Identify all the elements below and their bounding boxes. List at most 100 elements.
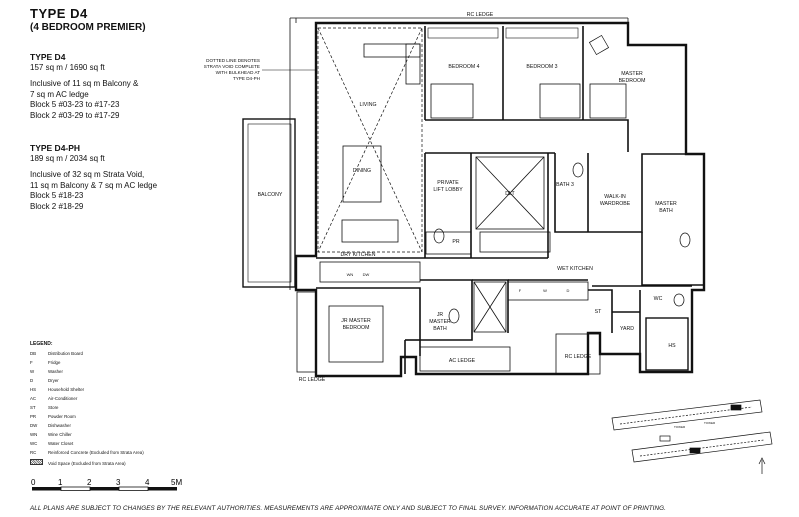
strata-void-outline — [317, 27, 423, 253]
counters — [319, 231, 589, 301]
interior-walls — [316, 26, 704, 374]
wardrobe — [427, 27, 499, 39]
dining-table — [342, 145, 382, 203]
scale-segment — [148, 487, 177, 491]
key-plan-block — [631, 431, 773, 463]
key-plan-units — [619, 406, 765, 457]
appliance-label-w: W — [543, 288, 547, 293]
room-label-pr: PR — [452, 239, 459, 245]
unit-d4ph-name: TYPE D4-PH — [30, 143, 81, 153]
household-shelter — [645, 317, 689, 371]
unit-d4ph-line: Inclusive of 32 sq m Strata Void, — [30, 170, 145, 179]
room-label-rc-ledge-mid: RC LEDGE — [565, 354, 592, 360]
key-plan — [611, 399, 773, 474]
room-label-ac-ledge: AC LEDGE — [449, 358, 476, 364]
sofa-side — [405, 43, 421, 85]
scale-bar-graphic: 0 1 2 3 4 5M — [31, 478, 182, 491]
room-label-jr-master-bath: JR — [437, 312, 444, 318]
unit-d4-line: Block 2 #03-29 to #17-29 — [30, 110, 120, 120]
room-label-jr-master-bedroom: JR MASTER — [341, 318, 371, 324]
scale-tick: 1 — [58, 478, 63, 487]
room-label-private-lift-lobby: LIFT LOBBY — [433, 187, 463, 193]
legend-title: LEGEND: — [30, 341, 53, 347]
room-label-dining: DINING — [353, 168, 371, 174]
disclaimer: ALL PLANS ARE SUBJECT TO CHANGES BY THE … — [30, 505, 667, 512]
room-label-jr-master-bath: BATH — [433, 326, 447, 332]
appliance-label-d: D — [567, 288, 570, 293]
balcony-outline — [242, 118, 296, 288]
void-note-line: WITH BULKHEAD AT — [216, 70, 261, 75]
room-label-dry-kitchen: DRY KITCHEN — [341, 252, 376, 258]
room-label-wet-kitchen: WET KITCHEN — [557, 266, 593, 272]
bed-jr-master — [328, 305, 384, 363]
room-label-master-bedroom: BEDROOM — [619, 78, 646, 84]
room-label-bedroom4: BEDROOM 4 — [448, 64, 479, 70]
void-note-line: TYPE D4-PH — [233, 76, 260, 81]
sofa — [363, 43, 421, 58]
void-space-swatch — [30, 459, 48, 466]
scale-bar: 0 1 2 3 4 5M — [30, 476, 190, 503]
unit-d4-area: 157 sq m / 1690 sq ft — [30, 62, 105, 72]
room-label-living: LIVING — [359, 102, 376, 108]
appliance-label-wn: WN — [347, 272, 354, 277]
bed-bedroom3 — [539, 83, 581, 119]
room-label-master-bedroom: MASTER — [621, 71, 643, 77]
key-plan-highlight — [689, 447, 701, 454]
room-label-walk-in-wardrobe: WARDROBE — [600, 201, 631, 207]
void-note-line: DOTTED LINE DENOTES — [206, 58, 260, 63]
room-label-private-lift-lobby: PRIVATE — [437, 180, 459, 186]
unit-d4ph-info: TYPE D4-PH 189 sq m / 2034 sq ft Inclusi… — [30, 143, 157, 212]
room-label-jr-master-bedroom: BEDROOM — [343, 325, 370, 331]
void-note-line: STRATA VOID COMPLETE — [204, 64, 260, 69]
unit-d4-info: TYPE D4 157 sq m / 1690 sq ft Inclusive … — [30, 52, 138, 121]
scale-segment — [32, 487, 61, 491]
plan-title: TYPE D4 — [30, 6, 88, 21]
unit-d4-line: Inclusive of 11 sq m Balcony & — [30, 79, 139, 88]
appliance-label-dw: DW — [363, 272, 370, 277]
room-label-bath3: BATH 3 — [556, 182, 574, 188]
key-plan-label: TOWER — [704, 421, 716, 425]
balcony-inner — [247, 123, 292, 283]
unit-d4-name: TYPE D4 — [30, 52, 66, 62]
room-label-dlt: DLT — [505, 191, 515, 197]
room-label-master-bath: MASTER — [655, 201, 677, 207]
wardrobe — [505, 27, 579, 39]
room-label-master-bath: BATH — [659, 208, 673, 214]
lift-shaft — [473, 156, 545, 333]
room-label-walk-in-wardrobe: WALK-IN — [604, 194, 626, 200]
appliance-label-f: F — [519, 288, 522, 293]
ac-ledge-outline — [419, 346, 511, 372]
room-label-wc: WC — [654, 296, 663, 302]
key-plan-highlight — [659, 435, 671, 442]
key-plan-block — [611, 399, 763, 431]
rc-ledge-mid-outline — [555, 333, 601, 375]
bed-master — [589, 83, 627, 119]
scale-tick: 4 — [145, 478, 150, 487]
room-label-bedroom3: BEDROOM 3 — [526, 64, 557, 70]
unit-d4ph-line: 11 sq m Balcony & 7 sq m AC ledge — [30, 180, 158, 190]
room-label-st: ST — [595, 309, 602, 315]
room-label-hs: HS — [668, 343, 676, 349]
kitchen-island — [341, 219, 399, 243]
scale-tick: 3 — [116, 478, 121, 487]
key-plan-label: TOWER — [674, 425, 686, 429]
scale-segment — [90, 487, 119, 491]
north-arrow-icon — [758, 457, 766, 474]
unit-d4ph-line: Block 2 #18-29 — [30, 201, 84, 211]
unit-d4-line: Block 5 #03-23 to #17-23 — [30, 100, 120, 109]
rc-ledge-bottom-outline — [296, 291, 317, 373]
unit-d4ph-line: Block 5 #18-23 — [30, 191, 84, 200]
key-plan-highlight — [730, 404, 742, 411]
room-label-jr-master-bath: MASTER — [429, 319, 451, 325]
bed-bedroom4 — [430, 83, 474, 119]
